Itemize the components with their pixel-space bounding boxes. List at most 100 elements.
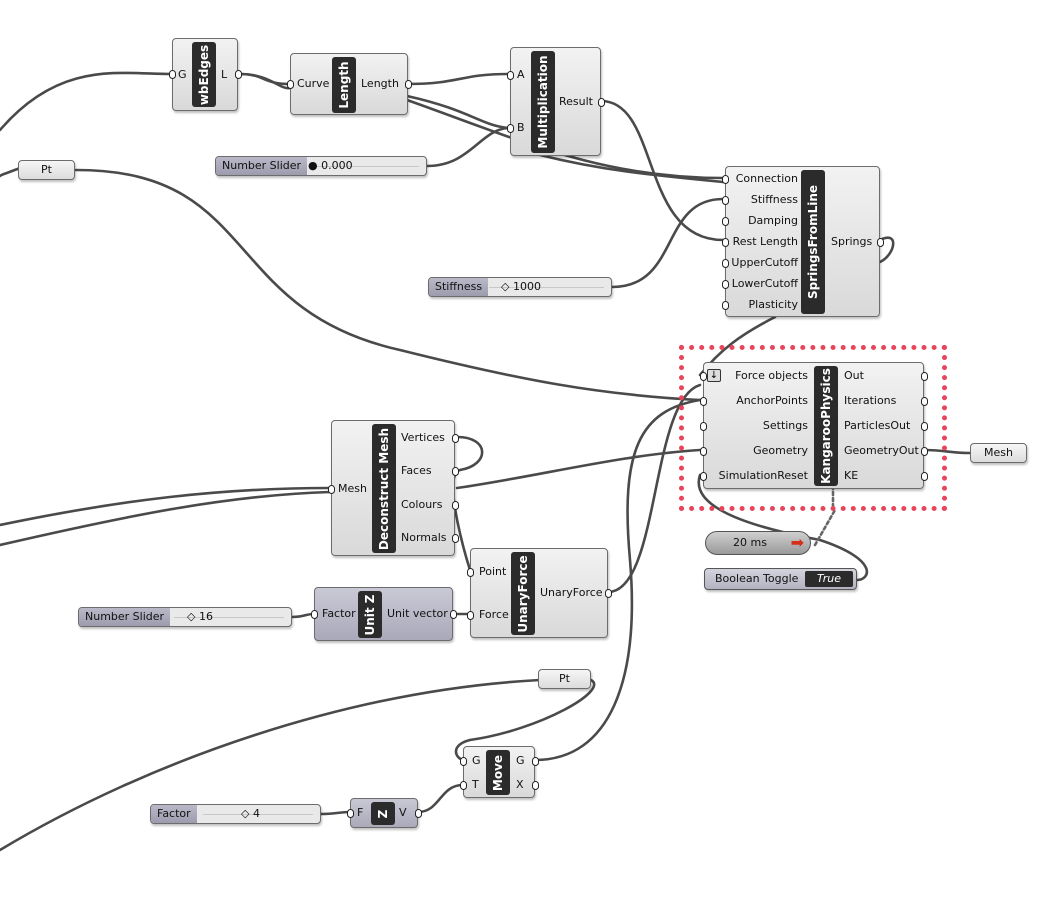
output-grip[interactable]	[921, 372, 928, 381]
input-grip[interactable]	[722, 175, 729, 184]
boolean-toggle[interactable]: Boolean Toggle True	[704, 568, 857, 590]
unaryforce-component[interactable]: UnaryForce Point Force UnaryForce	[467, 548, 612, 638]
output-grip[interactable]	[415, 809, 422, 818]
component-nickname: KangarooPhysics	[819, 368, 833, 484]
number-slider[interactable]: Number Slider ● 0.000	[215, 156, 427, 176]
component-nickname: SpringsFromLine	[806, 184, 820, 300]
input-grip[interactable]	[347, 809, 354, 818]
kangaroophysics-component[interactable]: KangarooPhysics ↓ Force objects AnchorPo…	[700, 362, 928, 489]
input-grip[interactable]	[328, 485, 335, 494]
mesh-param[interactable]: Mesh	[970, 443, 1027, 463]
output-grip[interactable]	[405, 80, 412, 89]
input-label: Mesh	[338, 482, 367, 495]
output-label: X	[516, 778, 524, 791]
slider-knob-icon[interactable]: ◇	[187, 610, 196, 623]
input-grip[interactable]	[169, 70, 176, 79]
slider-knob-icon[interactable]: ◇	[241, 807, 250, 820]
output-grip[interactable]	[605, 589, 612, 598]
wire	[238, 72, 292, 90]
play-arrow-icon[interactable]: ➡	[790, 533, 804, 552]
input-grip[interactable]	[722, 238, 729, 247]
unit-z-component[interactable]: Unit Z Factor Unit vector	[311, 587, 457, 641]
slider-label: Number Slider	[79, 608, 171, 626]
wire	[599, 99, 725, 242]
component-nickname: Deconstruct Mesh	[377, 427, 391, 550]
wire	[606, 383, 702, 594]
output-grip[interactable]	[532, 757, 539, 766]
factor-slider[interactable]: Factor ◇ 4	[150, 804, 321, 824]
output-label: Unit vector	[387, 607, 448, 620]
output-grip[interactable]	[235, 70, 242, 79]
input-grip[interactable]	[507, 124, 514, 133]
input-grip[interactable]	[467, 611, 474, 620]
input-grip[interactable]	[700, 422, 707, 431]
wire	[405, 94, 510, 130]
output-grip[interactable]	[452, 434, 459, 443]
wire	[405, 72, 510, 86]
slider-knob-icon[interactable]: ●	[308, 159, 318, 172]
input-grip[interactable]	[700, 372, 707, 381]
wire	[425, 126, 510, 168]
toggle-value[interactable]: True	[805, 571, 853, 587]
wire	[0, 166, 22, 178]
output-grip[interactable]	[452, 501, 459, 510]
multiplication-component[interactable]: Multiplication A B Result	[507, 47, 605, 156]
wire	[813, 508, 837, 547]
wire	[610, 197, 725, 289]
output-grip[interactable]	[921, 422, 928, 431]
input-label: Settings	[762, 419, 808, 432]
wbedges-component[interactable]: wbEdges G L	[169, 38, 242, 111]
output-grip[interactable]	[450, 610, 457, 619]
unit-z-small-component[interactable]: Z F V	[347, 798, 422, 828]
input-grip[interactable]	[467, 568, 474, 577]
input-grip[interactable]	[700, 447, 707, 456]
input-grip[interactable]	[460, 781, 467, 790]
output-grip[interactable]	[921, 472, 928, 481]
input-label: SimulationReset	[718, 469, 808, 482]
input-label: G	[472, 754, 481, 767]
input-grip[interactable]	[722, 259, 729, 268]
input-grip[interactable]	[700, 397, 707, 406]
input-grip[interactable]	[507, 71, 514, 80]
output-grip[interactable]	[921, 397, 928, 406]
input-grip[interactable]	[460, 757, 467, 766]
output-grip[interactable]	[452, 534, 459, 543]
wire	[455, 448, 702, 490]
timer-component[interactable]: 20 ms ➡	[705, 531, 811, 555]
input-label: Geometry	[753, 444, 808, 457]
output-grip[interactable]	[598, 98, 605, 107]
input-grip[interactable]	[722, 280, 729, 289]
output-label: Vertices	[401, 431, 445, 444]
output-grip[interactable]	[877, 238, 884, 247]
input-label: Stiffness	[750, 193, 798, 206]
input-label: G	[178, 68, 187, 81]
deconstruct-mesh-component[interactable]: Deconstruct Mesh Mesh Vertices Faces Col…	[328, 420, 459, 556]
component-nickname: Z	[376, 809, 390, 818]
stiffness-slider[interactable]: Stiffness ◇ 1000	[428, 277, 612, 297]
slider-knob-icon[interactable]: ◇	[501, 280, 510, 293]
component-nickname: Length	[337, 61, 351, 109]
output-grip[interactable]	[532, 781, 539, 790]
springsfromline-component[interactable]: SpringsFromLine Connection Stiffness Dam…	[722, 166, 884, 317]
number-slider-16[interactable]: Number Slider ◇ 16	[78, 607, 292, 627]
input-grip[interactable]	[700, 472, 707, 481]
wire	[538, 153, 725, 184]
input-grip[interactable]	[287, 80, 294, 89]
output-label: Colours	[401, 498, 443, 511]
output-label: GeometryOut	[844, 444, 919, 457]
input-grip[interactable]	[722, 217, 729, 226]
input-grip[interactable]	[722, 301, 729, 310]
flatten-arrow-icon[interactable]: ↓	[707, 369, 721, 382]
move-component[interactable]: Move G T G X	[460, 746, 539, 798]
toggle-label: Boolean Toggle	[715, 572, 799, 585]
input-label: Force	[479, 608, 509, 621]
input-label: Connection	[735, 172, 798, 185]
input-grip[interactable]	[311, 610, 318, 619]
point-param[interactable]: Pt	[538, 669, 591, 689]
output-label: Faces	[401, 464, 432, 477]
input-grip[interactable]	[722, 196, 729, 205]
point-param[interactable]: Pt	[18, 160, 75, 180]
output-grip[interactable]	[452, 467, 459, 476]
length-component[interactable]: Length Curve Length	[287, 53, 412, 115]
output-grip[interactable]	[921, 447, 928, 456]
